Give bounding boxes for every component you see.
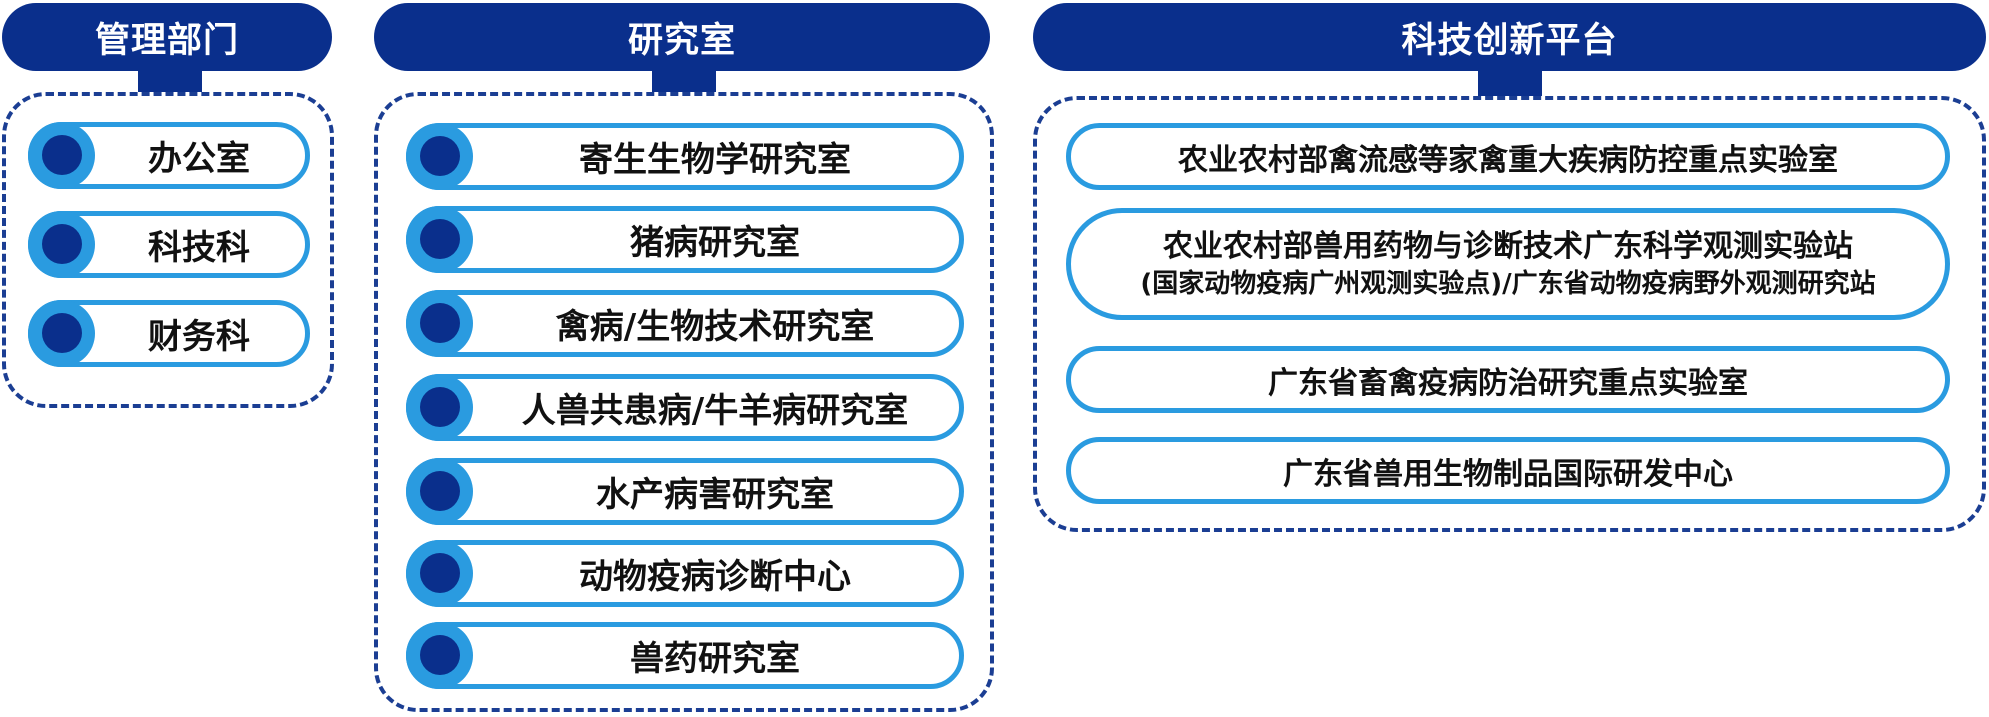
bullet-icon <box>28 211 95 278</box>
research-item: 禽病/生物技术研究室 <box>406 290 964 357</box>
platforms-connector <box>1478 68 1542 96</box>
management-item-label: 财务科 <box>148 317 250 357</box>
research-item: 动物疫病诊断中心 <box>406 540 964 607</box>
bullet-icon <box>406 374 473 441</box>
platform-item: 广东省畜禽疫病防治研究重点实验室 <box>1066 346 1950 413</box>
management-title: 管理部门 <box>94 20 239 61</box>
research-title: 研究室 <box>627 20 736 61</box>
platform-item-sublabel: (国家动物疫病广州观测实验点)/广东省动物疫病野外观测研究站 <box>1140 269 1876 299</box>
management-item: 科技科 <box>28 211 310 278</box>
research-connector <box>652 68 716 96</box>
research-item: 兽药研究室 <box>406 622 964 689</box>
platforms-title: 科技创新平台 <box>1401 20 1618 61</box>
management-header: 管理部门 <box>2 3 332 71</box>
research-item-label: 兽药研究室 <box>630 639 800 679</box>
bullet-icon <box>406 206 473 273</box>
management-item: 办公室 <box>28 122 310 189</box>
bullet-icon <box>406 458 473 525</box>
research-item-label: 寄生生物学研究室 <box>579 140 851 180</box>
management-item-label: 科技科 <box>148 228 250 268</box>
bullet-icon <box>28 300 95 367</box>
platform-item-label: 农业农村部兽用药物与诊断技术广东科学观测实验站 <box>1163 229 1853 264</box>
platform-item-label: 广东省畜禽疫病防治研究重点实验室 <box>1268 365 1748 401</box>
research-item: 人兽共患病/牛羊病研究室 <box>406 374 964 441</box>
bullet-icon <box>28 122 95 189</box>
research-item: 猪病研究室 <box>406 206 964 273</box>
management-item: 财务科 <box>28 300 310 367</box>
research-item-label: 禽病/生物技术研究室 <box>555 307 875 347</box>
research-item: 寄生生物学研究室 <box>406 123 964 190</box>
management-connector <box>138 68 202 96</box>
bullet-icon <box>406 540 473 607</box>
platform-item: 广东省兽用生物制品国际研发中心 <box>1066 437 1950 504</box>
platform-item: 农业农村部禽流感等家禽重大疾病防控重点实验室 <box>1066 123 1950 190</box>
management-item-label: 办公室 <box>148 139 250 179</box>
platform-item-label: 广东省兽用生物制品国际研发中心 <box>1283 456 1733 492</box>
research-item: 水产病害研究室 <box>406 458 964 525</box>
research-header: 研究室 <box>374 3 990 71</box>
bullet-icon <box>406 123 473 190</box>
bullet-icon <box>406 290 473 357</box>
bullet-icon <box>406 622 473 689</box>
research-item-label: 人兽共患病/牛羊病研究室 <box>521 391 909 431</box>
platforms-header: 科技创新平台 <box>1033 3 1986 71</box>
platform-item-label: 农业农村部禽流感等家禽重大疾病防控重点实验室 <box>1178 142 1838 178</box>
research-item-label: 猪病研究室 <box>630 223 800 263</box>
platform-item: 农业农村部兽用药物与诊断技术广东科学观测实验站 (国家动物疫病广州观测实验点)/… <box>1066 208 1950 320</box>
research-item-label: 动物疫病诊断中心 <box>579 557 851 597</box>
research-item-label: 水产病害研究室 <box>596 475 834 515</box>
